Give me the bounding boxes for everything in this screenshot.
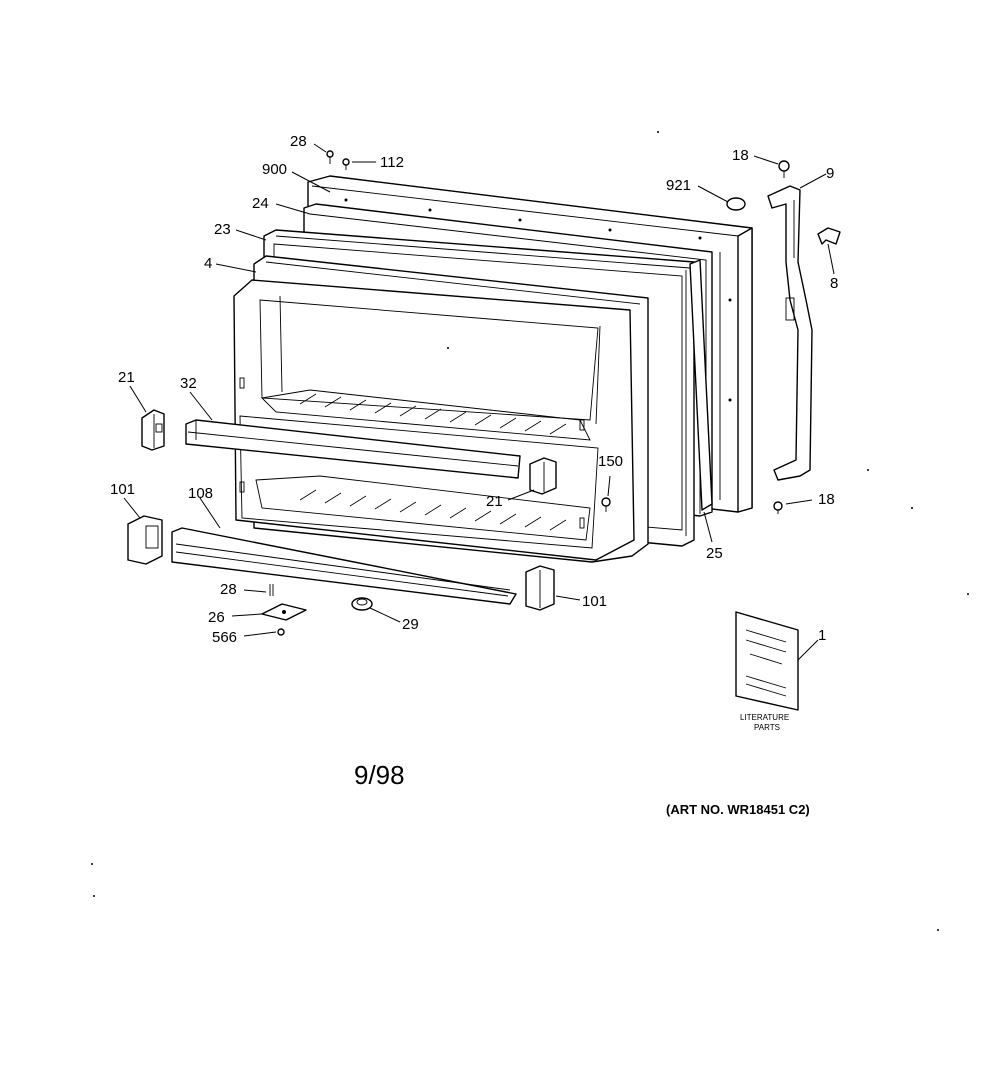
label-101-left: 101: [110, 481, 135, 498]
handle-hardware: [726, 160, 841, 514]
label-8: 8: [830, 275, 838, 292]
hardware-top: [326, 150, 350, 170]
shelf-bracket-left: [141, 409, 165, 451]
hardware-bottom: [261, 584, 373, 636]
label-9: 9: [826, 165, 834, 182]
literature-booklet: LITERATURE PARTS: [735, 611, 799, 732]
label-112: 112: [380, 154, 404, 171]
shelf-bracket-right: [529, 457, 557, 495]
label-29: 29: [402, 616, 419, 633]
label-26: 26: [208, 609, 225, 626]
part-labels: 28 112 900 24 23 4 21 32 101 108 28 26 5…: [110, 133, 838, 646]
label-28-bottom: 28: [220, 581, 237, 598]
label-900: 900: [262, 161, 287, 178]
leader-lines: [123, 143, 835, 661]
end-cap-left: [127, 515, 163, 565]
literature-line1: LITERATURE: [740, 713, 789, 722]
divider-strip: [689, 259, 713, 511]
label-23: 23: [214, 221, 231, 238]
literature-line2: PARTS: [754, 723, 780, 732]
end-cap-right: [525, 565, 555, 611]
label-21-left: 21: [118, 369, 135, 386]
label-921: 921: [666, 177, 691, 194]
label-108: 108: [188, 485, 213, 502]
scan-specks: [91, 131, 969, 931]
screw-150: [601, 497, 611, 512]
label-18-top: 18: [732, 147, 749, 164]
label-24: 24: [252, 195, 269, 212]
art-number: (ART NO. WR18451 C2): [666, 802, 810, 817]
door-handle: [767, 185, 813, 481]
shelf-bar: [185, 419, 521, 479]
revision-date: 9/98: [354, 760, 405, 790]
label-32: 32: [180, 375, 197, 392]
label-150: 150: [598, 453, 623, 470]
label-28-top: 28: [290, 133, 307, 150]
bottom-shelf-bar: [171, 527, 517, 605]
label-25: 25: [706, 545, 723, 562]
label-21-mid: 21: [486, 493, 503, 510]
door-liner: [233, 255, 649, 563]
label-1: 1: [818, 627, 826, 644]
label-101-right: 101: [582, 593, 607, 610]
label-4: 4: [204, 255, 212, 272]
label-566: 566: [212, 629, 237, 646]
label-18-bottom: 18: [818, 491, 835, 508]
